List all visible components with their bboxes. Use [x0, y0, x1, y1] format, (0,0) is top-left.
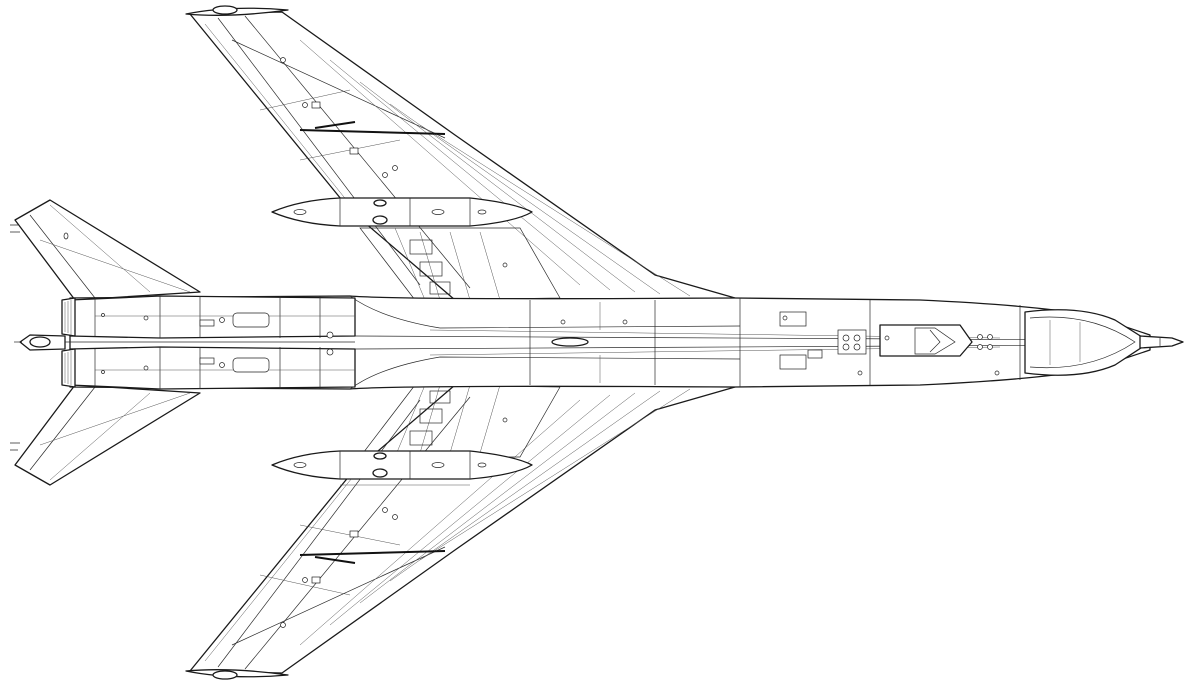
lower-horizontal-stabilizer: [10, 384, 201, 486]
lower-main-wing: [189, 384, 736, 674]
tail-cone: [14, 334, 355, 351]
lower-underwing-pod: [271, 450, 533, 480]
engine-nacelles: [61, 295, 356, 390]
lower-wingtip-pod: [185, 669, 289, 680]
upper-underwing-pod: [271, 197, 533, 227]
upper-main-wing: [189, 11, 736, 301]
upper-wingtip-pod: [185, 5, 289, 16]
upper-horizontal-stabilizer: [10, 199, 201, 301]
